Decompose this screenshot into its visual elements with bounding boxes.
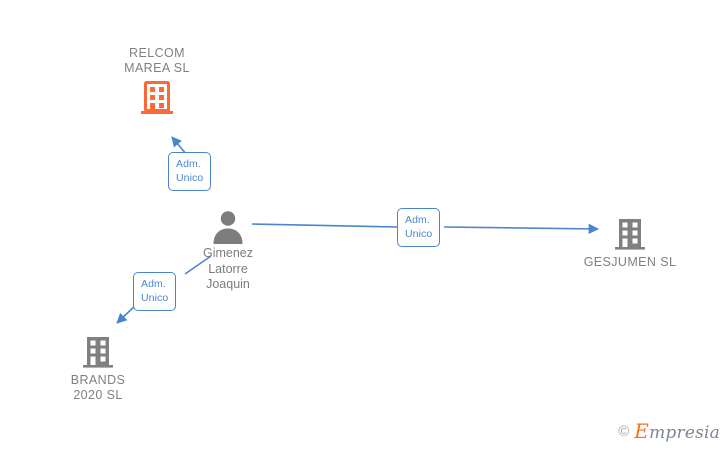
empresia-logo-text: Empresia	[634, 421, 720, 442]
building-icon	[80, 334, 116, 370]
node-person-gimenez-latorre-joaquin[interactable]: Gimenez Latorre Joaquin	[158, 208, 298, 293]
copyright-icon: ©	[618, 423, 630, 440]
empresia-logo-initial: E	[634, 419, 650, 443]
node-label-gesjumen: GESJUMEN SL	[583, 255, 677, 269]
node-relcom-marea-sl[interactable]: RELCOM MAREA SL	[87, 46, 227, 116]
building-icon	[612, 216, 648, 252]
empresia-watermark: © Empresia	[618, 421, 720, 442]
edge-label-adm-unico-gesjumen[interactable]: Adm. Unico	[397, 208, 441, 247]
node-brands-2020-sl[interactable]: BRANDS 2020 SL	[28, 334, 168, 403]
person-icon	[210, 208, 246, 244]
empresia-logo-rest: mpresia	[649, 423, 720, 443]
building-icon	[139, 80, 175, 116]
edge-label-adm-unico-relcom[interactable]: Adm. Unico	[168, 152, 212, 191]
node-label-brands: BRANDS 2020 SL	[70, 373, 126, 402]
node-label-relcom: RELCOM MAREA SL	[124, 46, 190, 75]
node-gesjumen-sl[interactable]: GESJUMEN SL	[560, 216, 700, 270]
node-label-person: Gimenez Latorre Joaquin	[202, 246, 254, 291]
edge-label-adm-unico-brands[interactable]: Adm. Unico	[133, 272, 177, 311]
